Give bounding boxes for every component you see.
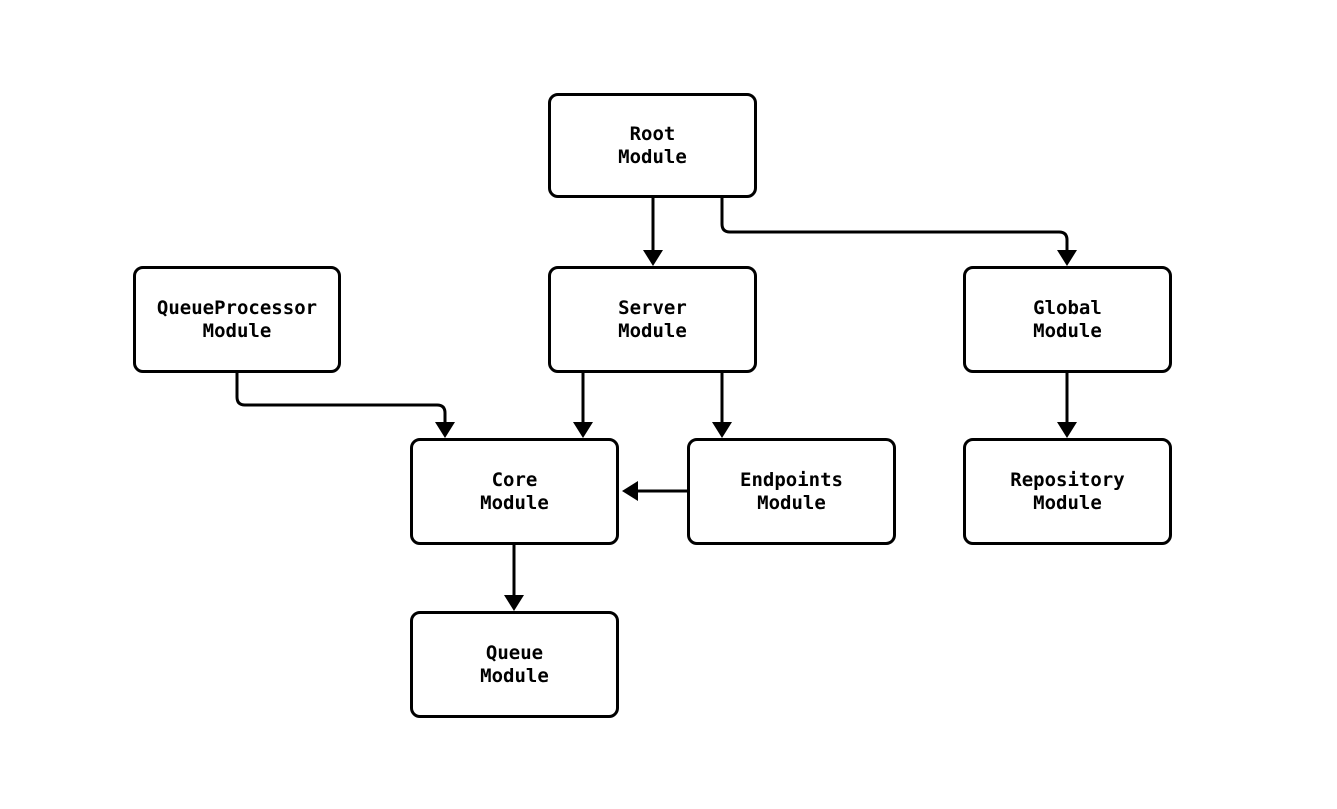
arrowhead-icon bbox=[1057, 422, 1077, 438]
node-label-line: Module bbox=[618, 145, 687, 168]
arrowhead-icon bbox=[712, 422, 732, 438]
node-label-line: QueueProcessor bbox=[156, 296, 318, 319]
node-label-line: Module bbox=[1033, 319, 1102, 342]
edge-line bbox=[235, 373, 447, 425]
arrowhead-icon bbox=[622, 481, 638, 501]
edge-root-to-global bbox=[720, 198, 1077, 266]
node-label-line: Module bbox=[618, 319, 687, 342]
edge-global-to-repository bbox=[1057, 373, 1077, 438]
node-label-line: Global bbox=[1033, 296, 1102, 319]
edge-line bbox=[720, 198, 1069, 253]
edge-server-to-core bbox=[573, 373, 593, 438]
arrowhead-icon bbox=[435, 422, 455, 438]
node-label-line: Server bbox=[618, 296, 687, 319]
arrowhead-icon bbox=[573, 422, 593, 438]
node-label-line: Module bbox=[480, 491, 549, 514]
edge-core-to-queue bbox=[504, 545, 524, 611]
node-label-line: Endpoints bbox=[740, 468, 843, 491]
node-label-line: Module bbox=[480, 664, 549, 687]
node-label-line: Core bbox=[491, 468, 538, 491]
node-label-line: Queue bbox=[485, 641, 544, 664]
node-label-line: Repository bbox=[1010, 468, 1125, 491]
arrowhead-icon bbox=[643, 250, 663, 266]
node-label-line: Module bbox=[1033, 491, 1102, 514]
edge-endpoints-to-core bbox=[622, 481, 687, 501]
node-label-line: Module bbox=[757, 491, 826, 514]
node-label-line: Module bbox=[202, 319, 272, 342]
edge-server-to-endpoints bbox=[712, 373, 732, 438]
edge-queueprocessor-to-core bbox=[235, 373, 455, 438]
arrowhead-icon bbox=[504, 595, 524, 611]
arrowhead-icon bbox=[1057, 250, 1077, 266]
node-label-line: Root bbox=[629, 122, 676, 145]
edge-root-to-server bbox=[643, 198, 663, 266]
